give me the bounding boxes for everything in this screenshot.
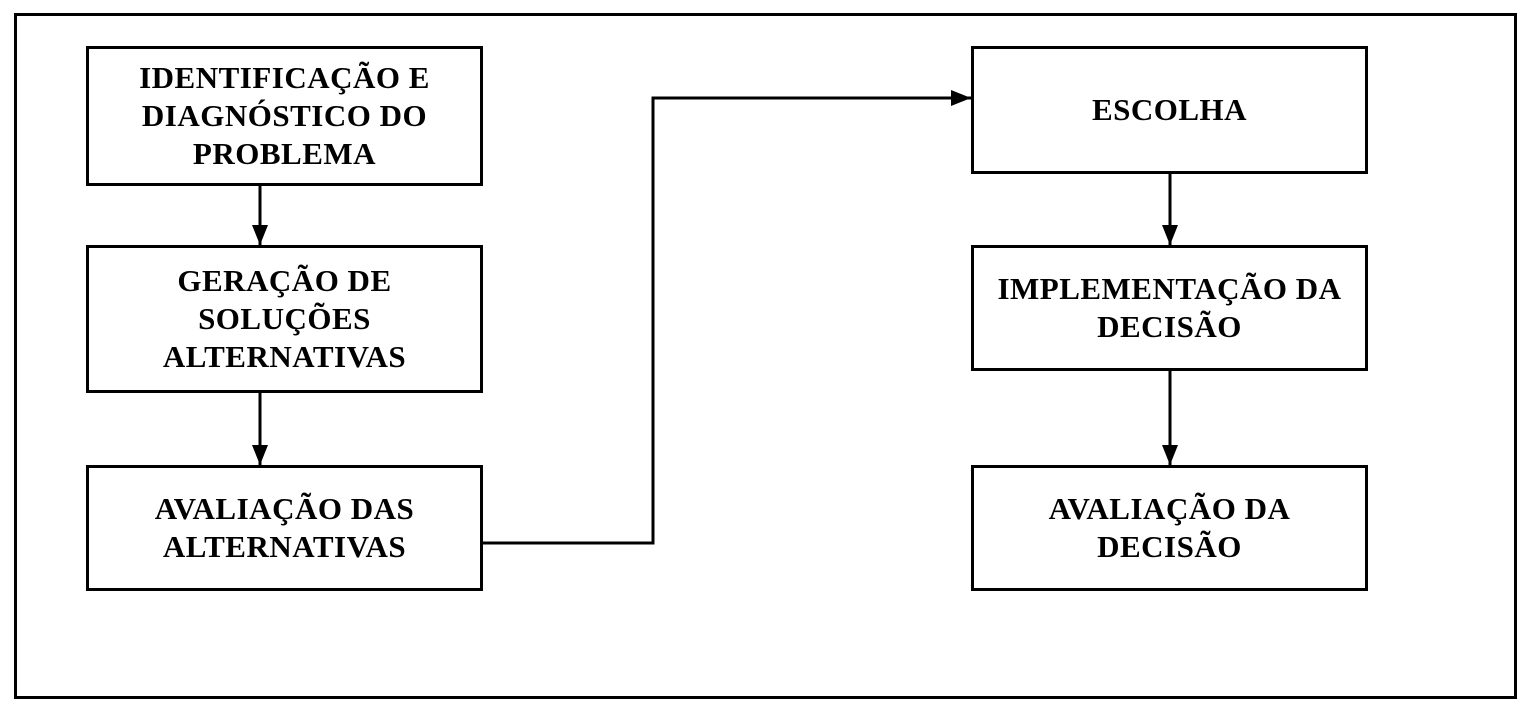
box-label: AVALIAÇÃO DA DECISÃO	[1048, 491, 1291, 564]
box-geracao: GERAÇÃO DE SOLUÇÕES ALTERNATIVAS	[86, 245, 483, 393]
box-implementacao: IMPLEMENTAÇÃO DA DECISÃO	[971, 245, 1368, 371]
box-identificacao: IDENTIFICAÇÃO E DIAGNÓSTICO DO PROBLEMA	[86, 46, 483, 186]
box-label: IDENTIFICAÇÃO E DIAGNÓSTICO DO PROBLEMA	[139, 60, 430, 171]
box-avaliacao-decisao: AVALIAÇÃO DA DECISÃO	[971, 465, 1368, 591]
box-label: ESCOLHA	[1091, 92, 1248, 127]
box-avaliacao-alternativas: AVALIAÇÃO DAS ALTERNATIVAS	[86, 465, 483, 591]
box-label: IMPLEMENTAÇÃO DA DECISÃO	[997, 271, 1342, 344]
box-label: GERAÇÃO DE SOLUÇÕES ALTERNATIVAS	[162, 263, 407, 374]
arrow-avaliacao-alternativas-to-escolha	[483, 90, 971, 545]
box-escolha: ESCOLHA	[971, 46, 1368, 174]
diagram-frame	[14, 13, 1517, 699]
box-label: AVALIAÇÃO DAS ALTERNATIVAS	[154, 491, 415, 564]
